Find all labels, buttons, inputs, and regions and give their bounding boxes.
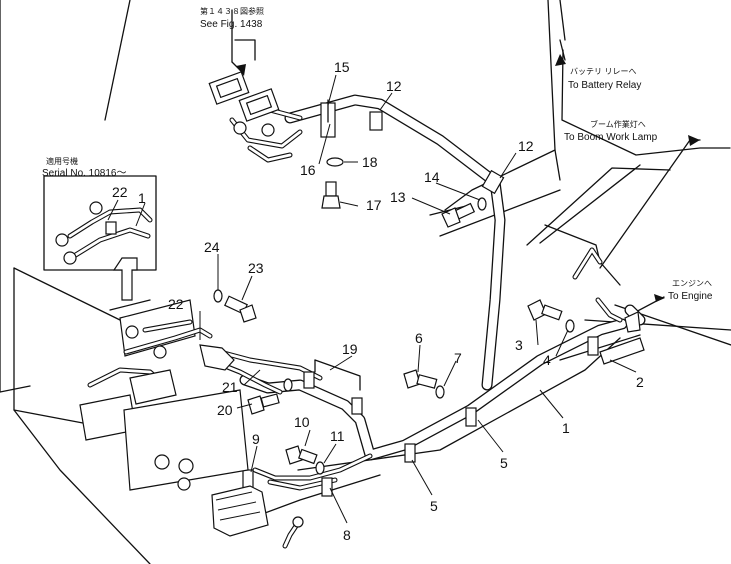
connector-21 (199, 344, 235, 371)
washer-11 (315, 461, 325, 475)
part-label-12-upper: 12 (386, 78, 402, 94)
left-components (79, 299, 304, 537)
engine-jp-text: エンジンへ (672, 279, 712, 288)
clamp-5-right (465, 407, 477, 427)
part-label-22-inset: 22 (112, 184, 128, 200)
part-label-10: 10 (294, 414, 310, 430)
part-label-11: 11 (330, 428, 345, 444)
callout-texts: 第１４３８図参照 See Fig. 1438 バッテリ リレーへ To Batt… (42, 6, 713, 302)
part-label-17: 17 (366, 197, 382, 213)
washer-7 (435, 385, 445, 399)
battery-relay-jp-text: バッテリ リレーへ (570, 67, 637, 76)
fasteners (213, 157, 575, 475)
part-label-16: 16 (300, 162, 316, 178)
washer-21 (283, 378, 293, 392)
clamp-8 (321, 477, 333, 497)
bolt-23 (224, 295, 257, 323)
control-box (123, 389, 249, 491)
part-label-13: 13 (390, 189, 406, 205)
clamp-12-upper (369, 111, 383, 131)
engine-text: To Engine (668, 291, 713, 302)
part-label-1: 1 (562, 420, 570, 436)
leader-lines (107, 74, 637, 524)
serial-text: Serial No. 10816～ (42, 168, 127, 179)
clamp-right (587, 336, 599, 356)
washer-24 (213, 289, 223, 303)
part-label-7: 7 (454, 350, 462, 366)
bolt-20 (247, 393, 280, 415)
bolt-17 (321, 181, 341, 209)
bracket-2 (599, 337, 645, 365)
clamp-5-left (404, 443, 416, 463)
clamp-19-a (303, 371, 315, 389)
part-label-3: 3 (515, 337, 523, 353)
washer-4 (565, 319, 575, 333)
fuse-box-9 (211, 485, 269, 537)
bolt-6 (403, 369, 438, 389)
part-label-2: 2 (636, 374, 644, 390)
part-label-15: 15 (334, 59, 350, 75)
upper-harness (208, 71, 506, 391)
part-label-12-lower: 12 (518, 138, 534, 154)
washer-14 (477, 197, 487, 211)
part-numbers: 1 22 15 12 12 16 18 17 13 14 24 23 22 3 … (112, 59, 644, 543)
boom-lamp-text: To Boom Work Lamp (564, 132, 658, 143)
connector-engine (624, 311, 641, 333)
part-label-5-left: 5 (430, 498, 438, 514)
serial-jp-text: 適用号機 (46, 156, 78, 166)
bolt-3 (527, 299, 563, 321)
serial-inset (43, 175, 157, 301)
part-label-22: 22 (168, 296, 184, 312)
bolt-10 (285, 445, 318, 465)
battery-relay-text: To Battery Relay (568, 80, 641, 91)
part-label-19: 19 (342, 341, 358, 357)
see-fig-jp-text: 第１４３８図参照 (200, 6, 264, 16)
part-label-24: 24 (204, 239, 220, 255)
part-label-5-right: 5 (500, 455, 508, 471)
relay-box (129, 369, 177, 405)
part-label-23: 23 (248, 260, 264, 276)
part-label-20: 20 (217, 402, 233, 418)
inset-arrow (112, 257, 138, 301)
part-label-21: 21 (222, 379, 238, 395)
clamp-9 (242, 469, 254, 489)
washer-18 (326, 157, 344, 167)
part-label-1-inset: 1 (138, 190, 146, 206)
part-label-14: 14 (424, 169, 440, 185)
boom-lamp-jp-text: ブーム作業灯へ (590, 119, 646, 129)
clamps (242, 311, 645, 497)
part-label-9: 9 (252, 431, 260, 447)
bolt-13 (441, 202, 476, 228)
part-label-6: 6 (415, 330, 423, 346)
clamp-19-b (351, 397, 363, 415)
part-label-8: 8 (343, 527, 351, 543)
clamp-12-lower (481, 169, 505, 195)
see-fig-text: See Fig. 1438 (200, 19, 263, 30)
part-label-4: 4 (543, 352, 551, 368)
part-label-18: 18 (362, 154, 378, 170)
